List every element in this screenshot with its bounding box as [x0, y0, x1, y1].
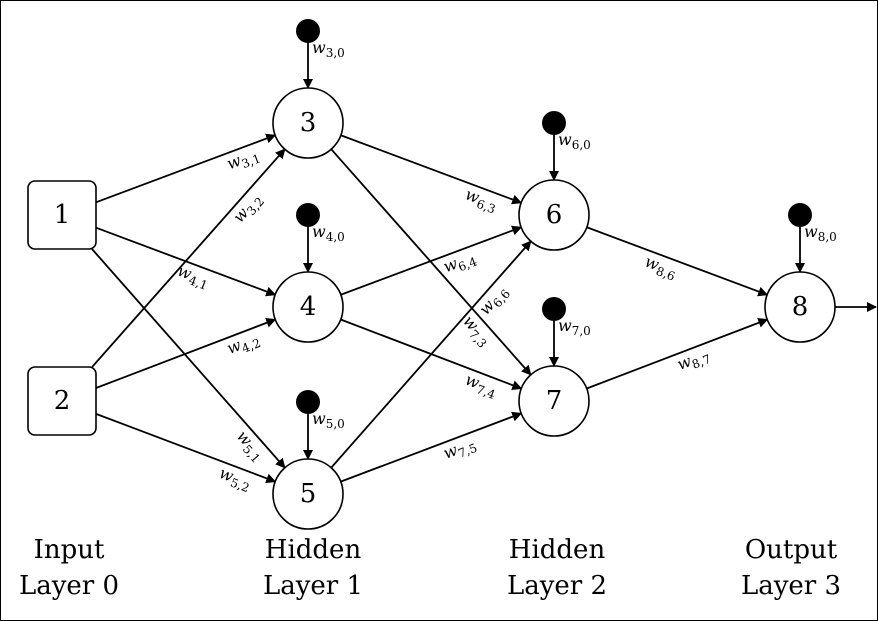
edge-arrow	[91, 148, 286, 368]
bias-4: w4,0	[296, 203, 345, 273]
bias-dot	[542, 297, 566, 321]
bias-weight-label: w3,0	[312, 38, 345, 60]
edge-7-8: w8,7	[586, 318, 769, 390]
edge-6-8: w8,6	[586, 226, 769, 297]
edge-arrow	[330, 148, 532, 376]
edges-layer: w3,1 w3,2 w4,1 w4,2 w5,1w5,2 w6,3 w6,4w6,6w7,3…	[91, 133, 769, 495]
layer-label-line2: Layer 3	[741, 571, 841, 601]
edge-weight-label: w8,7	[674, 344, 712, 376]
bias-dot	[296, 203, 320, 227]
layer-label-line2: Layer 0	[19, 571, 119, 601]
edge-weight-label: w5,1	[231, 427, 269, 466]
edge-arrow	[340, 411, 523, 483]
bias-layer: w3,0 w4,0 w5,0 w6,0 w7,0 w8,0	[296, 19, 837, 460]
node-7: 7	[518, 365, 590, 437]
bias-weight-label: w4,0	[312, 222, 345, 244]
edge-arrow	[586, 318, 769, 390]
node-8: 8	[764, 271, 836, 343]
edge-3-7: w7,3	[330, 148, 532, 376]
edge-weight-label: w4,2	[224, 328, 262, 360]
node-3: 3	[272, 87, 344, 159]
edge-weight-label: w3,1	[224, 144, 262, 176]
node-label: 2	[54, 386, 71, 416]
edge-arrow	[95, 318, 277, 389]
node-4: 4	[272, 271, 344, 343]
edge-1-3: w3,1	[95, 133, 277, 204]
node-1: 1	[27, 180, 97, 250]
edge-2-5: w5,2	[95, 413, 277, 495]
edge-1-4: w4,1	[95, 226, 277, 297]
edge-2-3: w3,2	[91, 148, 286, 368]
edge-3-6: w6,3	[340, 134, 523, 217]
edge-weight-label: w8,6	[641, 252, 679, 284]
node-label: 6	[546, 200, 563, 230]
node-label: 1	[54, 200, 71, 230]
bias-weight-label: w8,0	[804, 222, 837, 244]
bias-dot	[296, 390, 320, 414]
input-node-box	[27, 366, 97, 436]
node-6: 6	[518, 179, 590, 251]
layer-label-line2: Layer 2	[507, 571, 607, 601]
layer-label-line1: Output	[745, 535, 838, 565]
bias-6: w6,0	[542, 111, 591, 181]
node-label: 5	[300, 479, 317, 509]
neuron-circle	[272, 458, 344, 530]
edge-arrow	[95, 413, 277, 484]
node-label: 3	[300, 108, 317, 138]
neuron-circle	[272, 271, 344, 343]
node-label: 7	[546, 386, 563, 416]
layer-label-line1: Input	[34, 535, 105, 565]
edge-weight-label: w6,4	[441, 247, 480, 279]
bias-dot	[296, 19, 320, 43]
edge-arrow	[95, 226, 277, 297]
edge-5-7: w7,5	[340, 411, 523, 483]
edge-arrow	[340, 318, 523, 390]
edge-arrow	[95, 133, 277, 204]
edge-4-7: w7,4	[340, 318, 523, 402]
edge-weight-label: w5,2	[216, 463, 254, 495]
neuron-circle	[518, 365, 590, 437]
edge-weight-label: w7,5	[441, 433, 479, 465]
edge-weight-label: w4,1	[174, 261, 212, 293]
neuron-circle	[272, 87, 344, 159]
node-label: 8	[792, 292, 809, 322]
bias-dot	[788, 203, 812, 227]
edge-weight-label: w3,2	[229, 189, 267, 228]
bias-weight-label: w6,0	[558, 130, 591, 152]
layer-label-line1: Hidden	[265, 535, 362, 565]
node-label: 4	[300, 292, 317, 322]
layer-label-line1: Hidden	[509, 535, 606, 565]
input-node-box	[27, 180, 97, 250]
neuron-circle	[518, 179, 590, 251]
edge-arrow	[340, 134, 523, 205]
nodes-layer: 1 2 3 4 5 6 7 8	[27, 87, 836, 530]
bias-5: w5,0	[296, 390, 345, 460]
bias-3: w3,0	[296, 19, 345, 89]
edge-weight-label: w6,6	[475, 281, 513, 320]
bias-7: w7,0	[542, 297, 591, 367]
node-5: 5	[272, 458, 344, 530]
bias-dot	[542, 111, 566, 135]
edge-arrow	[91, 248, 286, 469]
bias-8: w8,0	[788, 203, 837, 273]
bias-weight-label: w5,0	[312, 409, 345, 431]
edge-weight-label: w6,3	[462, 184, 500, 216]
node-2: 2	[27, 366, 97, 436]
bias-weight-label: w7,0	[558, 316, 591, 338]
edge-arrow	[586, 226, 769, 297]
layer-label-line2: Layer 1	[263, 571, 363, 601]
edge-weight-label: w7,4	[462, 370, 501, 402]
edge-2-4: w4,2	[95, 318, 277, 389]
